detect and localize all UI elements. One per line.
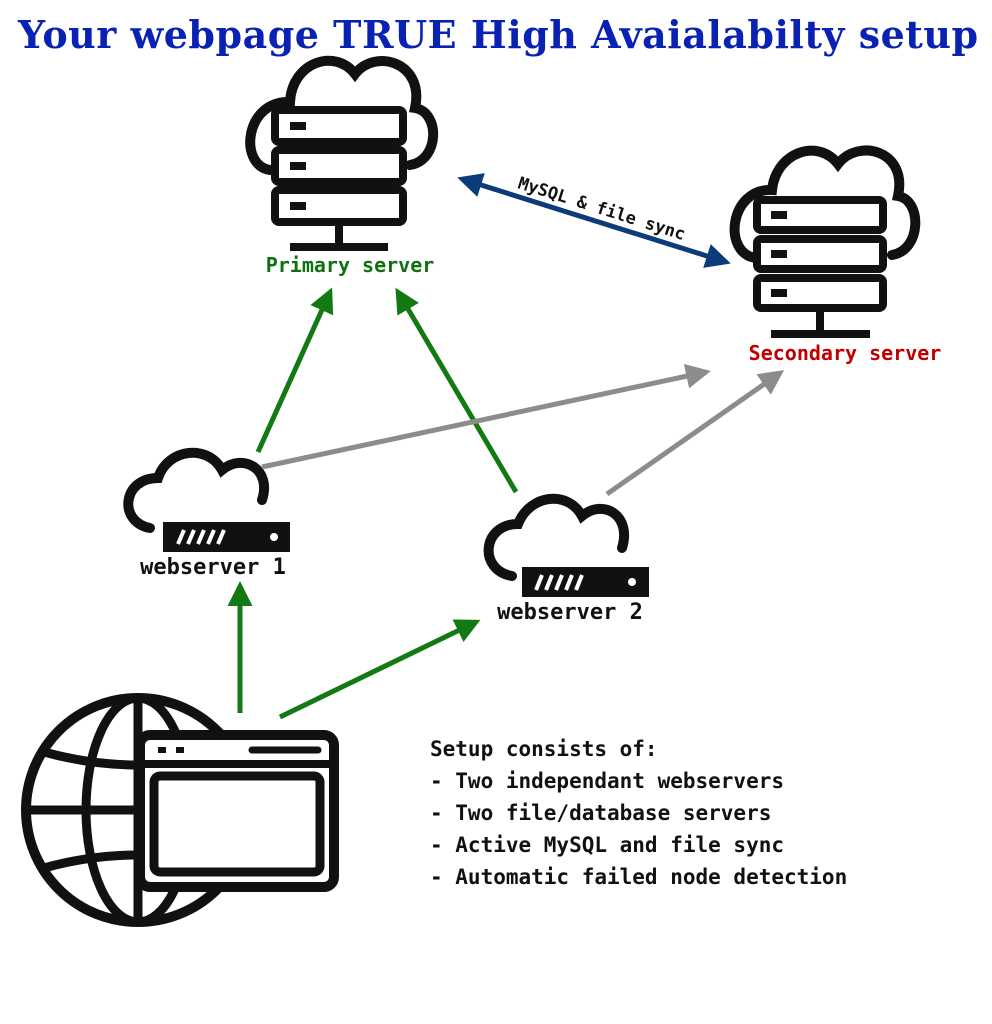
arrow-web2-to-secondary — [605, 370, 785, 497]
green-arrows — [227, 287, 519, 720]
sync-arrow — [457, 173, 731, 268]
info-item: - Active MySQL and file sync — [430, 833, 785, 857]
webserver-2-label: webserver 2 — [497, 600, 643, 625]
primary-server-label: Primary server — [266, 253, 435, 277]
info-heading: Setup consists of: — [430, 737, 658, 761]
webserver-2-icon — [483, 493, 649, 597]
info-item: - Two independant webservers — [430, 769, 785, 793]
info-item: - Two file/database servers — [430, 801, 772, 825]
arrow-web1-to-primary — [255, 287, 334, 454]
setup-info: Setup consists of: - Two independant web… — [430, 733, 847, 893]
secondary-server-icon — [729, 145, 921, 338]
sync-label: MySQL & file sync — [516, 174, 688, 245]
arrow-browser-to-web2 — [278, 619, 481, 720]
arrow-web1-to-secondary — [261, 363, 711, 470]
webserver-1-icon — [123, 447, 290, 552]
info-item: - Automatic failed node detection — [430, 865, 848, 889]
webserver-1-label: webserver 1 — [140, 555, 286, 580]
globe-browser-icon — [21, 693, 339, 927]
page-title: Your webpage TRUE High Avaialabilty setu… — [18, 12, 979, 57]
primary-server-icon — [245, 55, 439, 251]
arrow-web2-to-primary — [395, 287, 519, 494]
gray-arrows — [261, 363, 785, 497]
secondary-server-label: Secondary server — [749, 341, 942, 365]
